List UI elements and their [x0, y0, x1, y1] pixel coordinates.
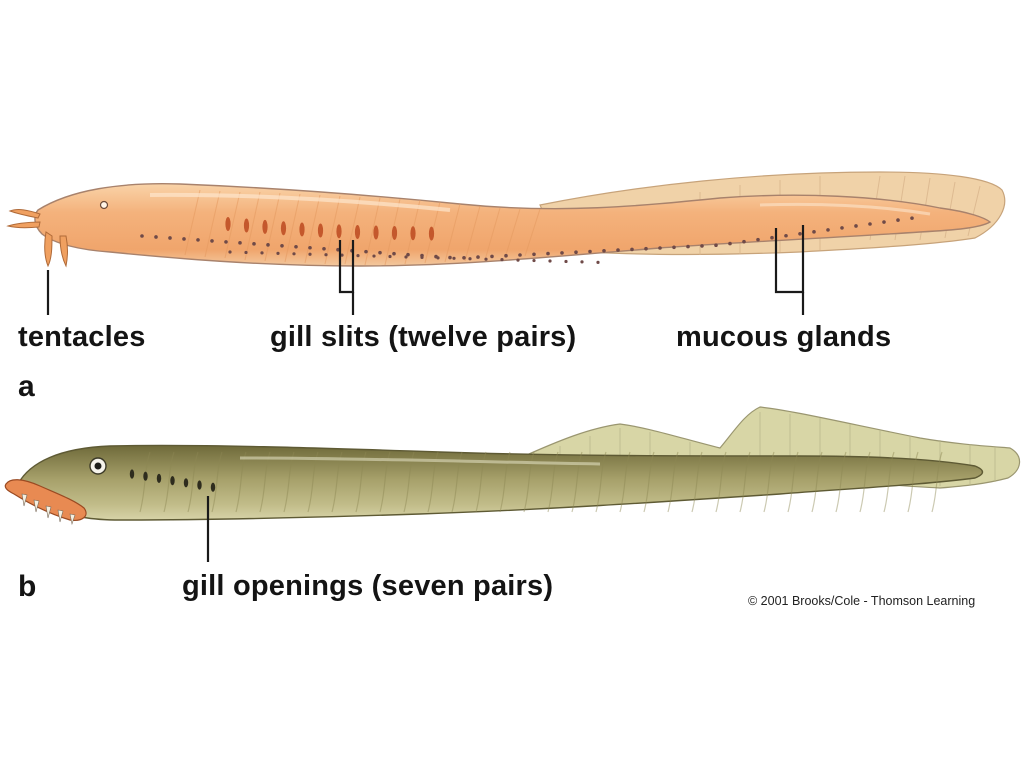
lamprey-body [17, 444, 984, 521]
part-letter-b: b [18, 570, 37, 603]
hagfish-eye [99, 200, 109, 210]
leader-lines-a [46, 225, 805, 315]
label-gill-openings: gill openings (seven pairs) [182, 570, 554, 602]
mucous-glands-shape [140, 216, 914, 264]
gill-openings-shape [129, 469, 216, 492]
hagfish [6, 171, 1006, 268]
copyright-credit: © 2001 Brooks/Cole - Thomson Learning [748, 594, 976, 608]
label-tentacles: tentacles [18, 321, 146, 353]
teeth-shape [21, 493, 76, 526]
gill-slits-shape [225, 217, 435, 241]
tentacles-shape [6, 209, 68, 268]
hagfish-body [34, 183, 992, 267]
part-letter-a: a [18, 370, 35, 403]
lamprey [4, 406, 1021, 526]
oral-disc-shape [4, 479, 87, 521]
label-mucous-glands: mucous glands [676, 321, 892, 353]
label-gill-slits: gill slits (twelve pairs) [270, 321, 577, 353]
